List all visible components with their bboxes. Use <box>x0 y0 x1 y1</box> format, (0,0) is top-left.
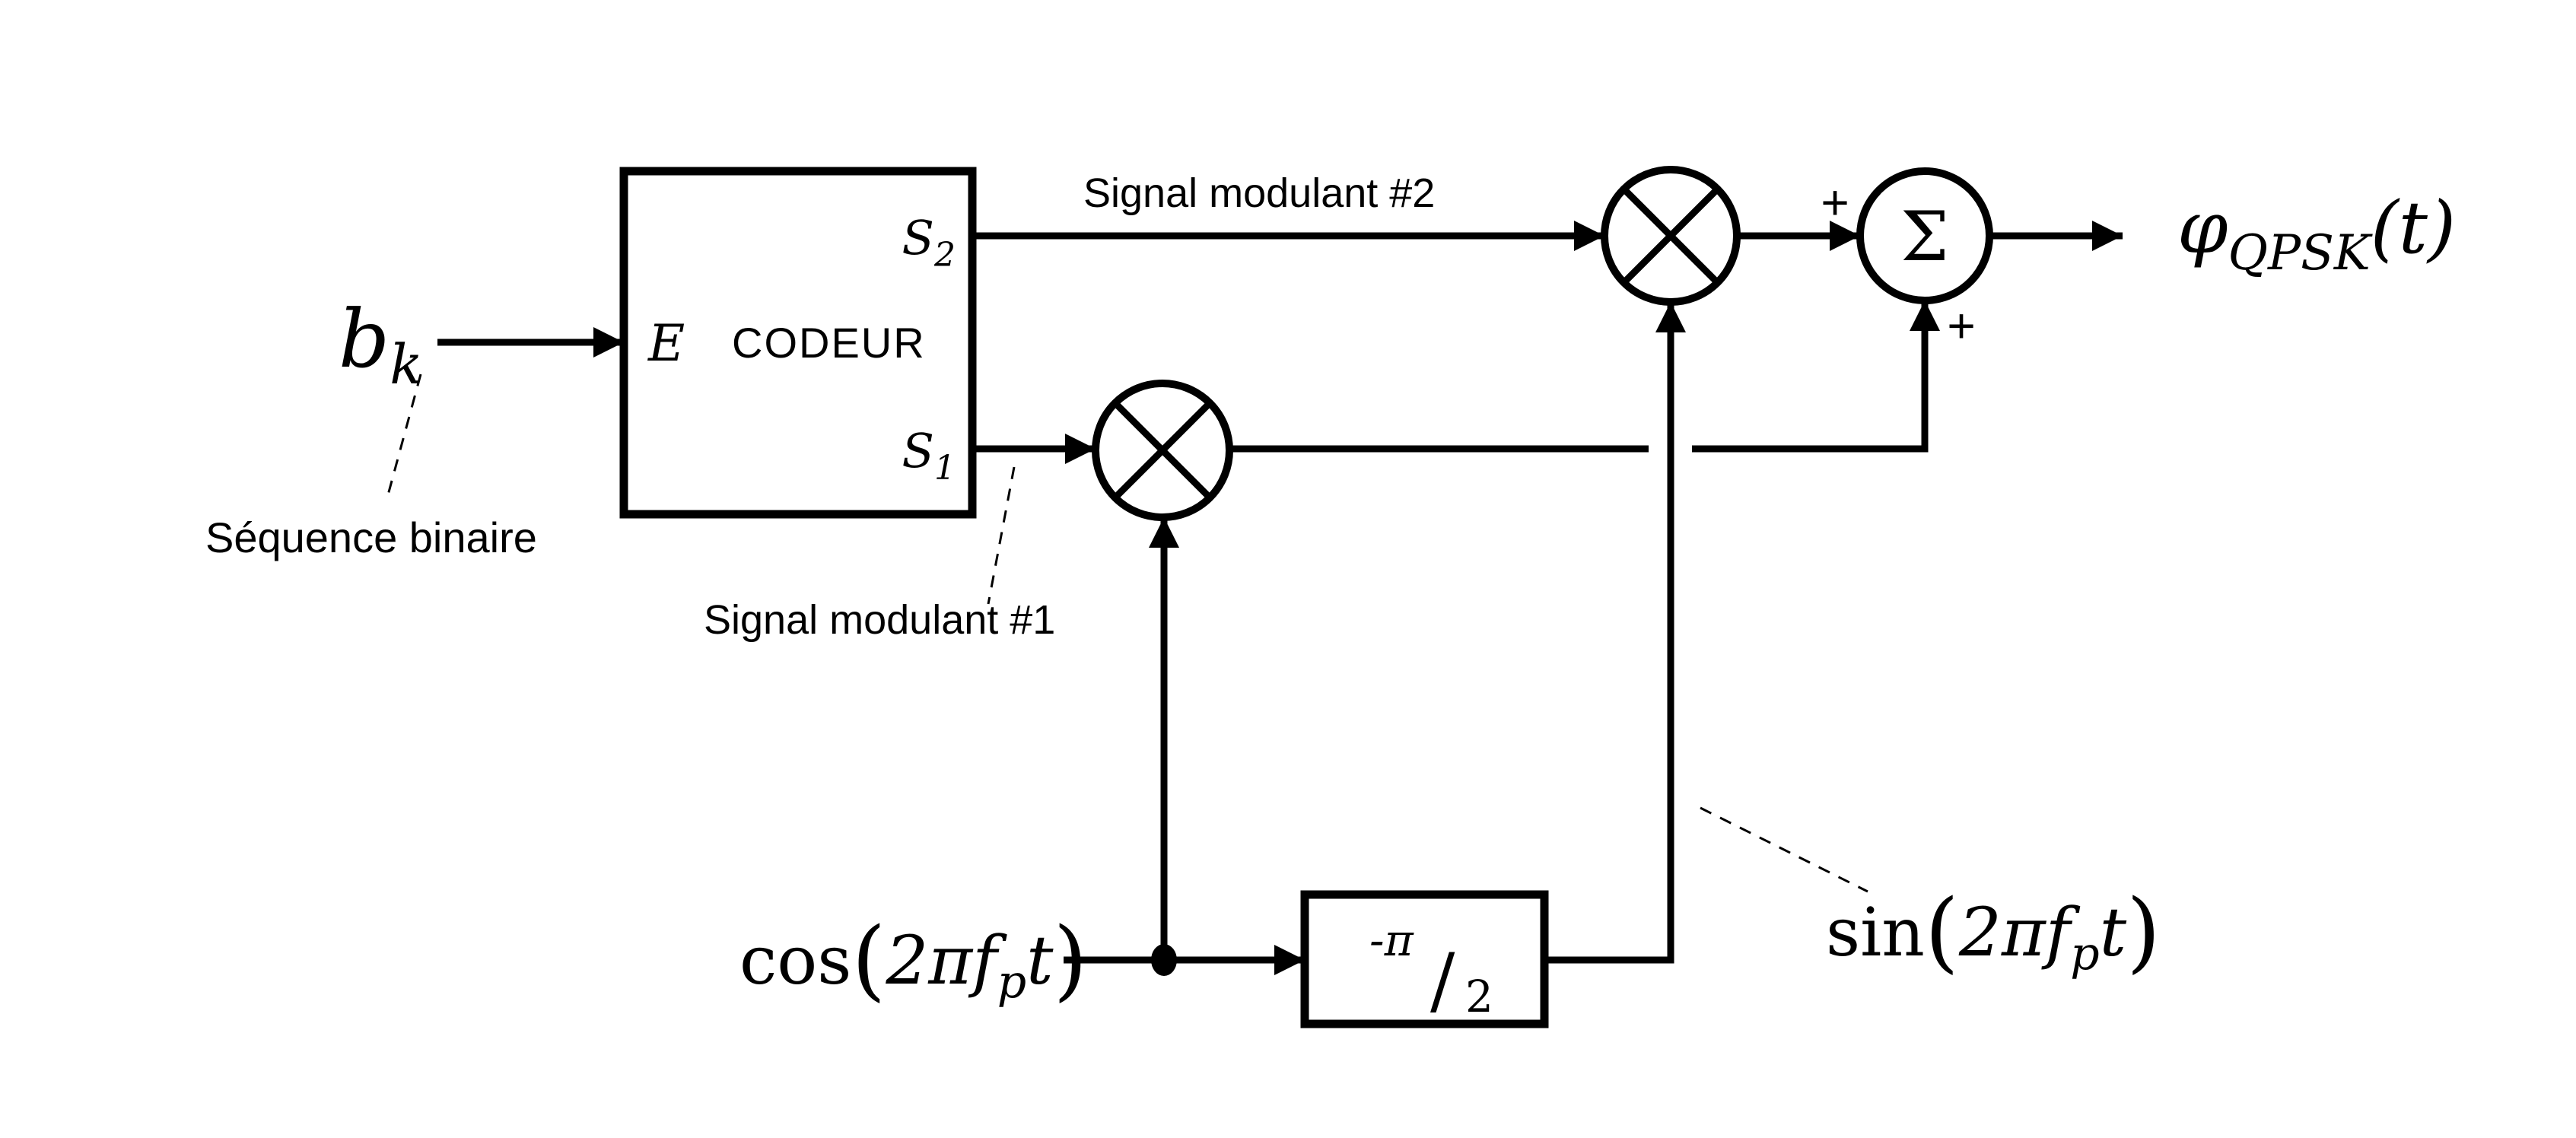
s1-to-summer-wire <box>1692 300 1940 453</box>
encoder-port-in-label: E <box>647 314 685 373</box>
input-symbol: bk <box>339 293 423 396</box>
cos-carrier-label: cos(2πfpt) <box>739 909 1087 1011</box>
sin-wire <box>1544 302 1686 964</box>
output-symbol: φQPSK(t) <box>2177 186 2456 281</box>
junction-dot <box>1151 944 1177 976</box>
encoder-out-top-label: S2 <box>902 210 956 275</box>
multiplier1-icon <box>1092 380 1233 521</box>
multiplier2-icon <box>1601 166 1741 306</box>
leader-line-sin <box>1700 806 1868 893</box>
encoder-box <box>619 167 977 519</box>
signal1-label: Signal modulant #1 <box>704 597 1055 643</box>
sin-carrier-label: sin(2πfpt) <box>1826 881 2161 983</box>
summer-symbol: Σ <box>1900 197 1949 277</box>
phase-shift-label: -π/2 <box>1369 914 1493 1023</box>
leader-line-signal1 <box>987 466 1016 605</box>
plus-sign-bottom: + <box>1947 298 1975 353</box>
input-caption: Séquence binaire <box>205 513 537 561</box>
summer-icon <box>1856 167 1993 304</box>
phase-shift-box <box>1300 890 1549 1028</box>
signal2-label: Signal modulant #2 <box>1083 170 1435 216</box>
encoder-name-label: CODEUR <box>732 319 926 367</box>
encoder-out-bottom-label: S1 <box>902 423 956 488</box>
plus-sign-top: + <box>1821 175 1849 230</box>
